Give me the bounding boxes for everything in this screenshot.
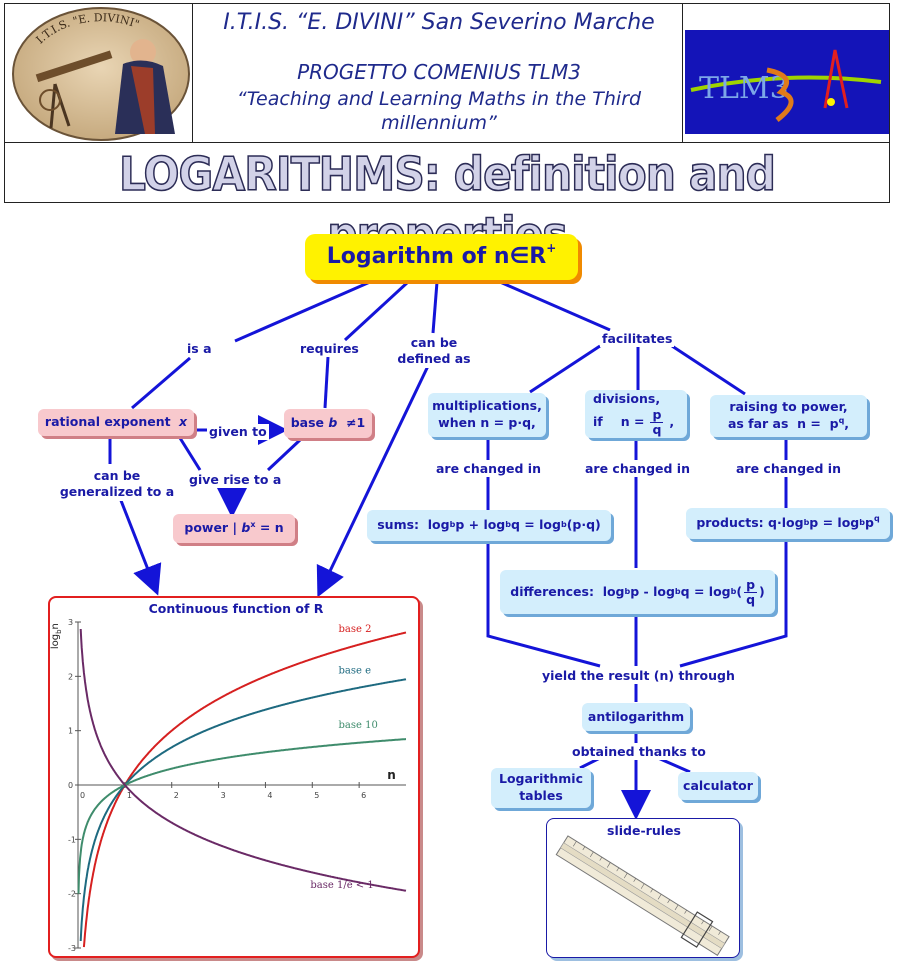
x-tick-label: 0 [80, 791, 85, 800]
x-tick-label: 4 [267, 791, 272, 800]
title-cell [193, 4, 683, 142]
series-label-2: base e [339, 666, 372, 677]
y-tick-label: 1 [68, 727, 73, 736]
node-rational-exponent: rational exponent x [38, 409, 194, 436]
link-obtained: obtained thanks to [570, 744, 708, 761]
y-tick-label: 3 [68, 618, 73, 627]
y-tick-label: 2 [68, 672, 73, 681]
header-divider [5, 142, 889, 143]
node-calculator: calculator [678, 772, 758, 800]
node-divisions: divisions, if n = p q , [585, 390, 687, 438]
x-tick-label: 3 [221, 791, 226, 800]
link-given-to: given to [207, 424, 269, 441]
root-node: Logarithm of n∈R+ [305, 234, 578, 280]
link-changed-div: are changed in [583, 461, 692, 478]
motto-line-1: “Teaching and Learning Maths in the Thir… [236, 88, 642, 110]
root-label: Logarithm of n∈R [326, 244, 547, 270]
node-multiplications: multiplications,when n = p·q, [428, 393, 546, 437]
y-tick-label: -1 [68, 835, 76, 844]
y-axis-label: logbn [50, 623, 63, 649]
slide-rules-panel: slide-rules [546, 818, 740, 958]
logo-text: TLM3 [699, 71, 789, 106]
y-tick-label: -2 [68, 890, 76, 899]
y-tick-label: 0 [68, 781, 73, 790]
series-line-3 [77, 738, 406, 894]
link-requires: requires [298, 341, 361, 358]
link-is-a: is a [185, 341, 214, 358]
node-raising-power: raising to power,as far as n = pq, [710, 395, 867, 437]
project-name: PROGETTO COMENIUS TLM3 [297, 60, 581, 84]
y-axis-label-n: n [50, 623, 61, 629]
slide-rule-image [555, 835, 730, 956]
series-line-1 [82, 631, 407, 948]
tlm3-logo: TLM3 [685, 30, 889, 134]
series-label-4: base 1/e < 1 [310, 880, 373, 891]
school-name: I.T.I.S. “E. DIVINI” San Severino Marche [223, 10, 655, 35]
series-line-4 [79, 628, 407, 892]
link-facilitates: facilitates [600, 331, 675, 348]
slide-rules-label: slide-rules [607, 823, 681, 838]
link-yield: yield the result (n) through [540, 668, 737, 685]
x-tick-label: 1 [127, 791, 132, 800]
motto-line-2: millennium” [381, 112, 497, 134]
link-changed-raise: are changed in [734, 461, 843, 478]
x-axis-label: n [387, 768, 396, 782]
y-axis-label-sub: b [55, 629, 63, 634]
y-tick-label: -3 [68, 944, 76, 953]
series-line-2 [79, 678, 407, 942]
x-tick-label: 5 [314, 791, 319, 800]
node-base: base b ≠1 [284, 409, 372, 438]
link-give-rise: give rise to a [187, 472, 284, 489]
graph-panel: Continuous function of R 0 1 2 3 4 5 6 -3 -2 -1 0 1… [48, 596, 420, 958]
school-seal-image: I.T.I.S. "E. DIVINI" [12, 7, 190, 141]
series-label-1: base 2 [339, 624, 372, 635]
x-tick-label: 6 [361, 791, 366, 800]
root-sup: + [546, 241, 557, 255]
graph-title: Continuous function of R [148, 601, 324, 616]
link-changed-mult: are changed in [434, 461, 543, 478]
seal-cell: I.T.I.S. "E. DIVINI" [5, 4, 193, 142]
series-label-3: base 10 [339, 720, 378, 731]
x-tick-label: 2 [174, 791, 179, 800]
node-antilogarithm: antilogarithm [582, 703, 690, 731]
